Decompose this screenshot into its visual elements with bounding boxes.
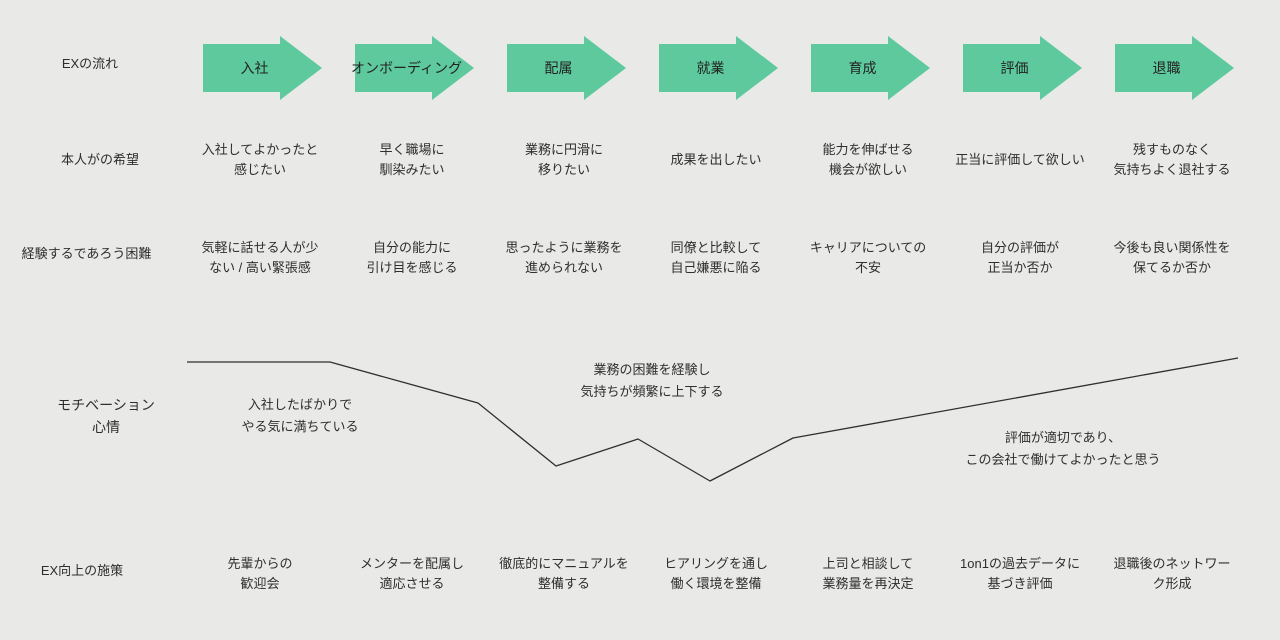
stage-arrow-onboarding: オンボーディング	[350, 36, 474, 100]
row-label-difficulties: 経験するであろう困難	[21, 246, 152, 261]
row-label-ex-flow: EXの流れ	[61, 56, 119, 71]
measure-cell: メンターを配属し 適応させる	[359, 556, 464, 591]
hope-cell: 残すものなく 気持ちよく退社する	[1113, 142, 1231, 177]
hope-cell: 成果を出したい	[670, 152, 762, 167]
row-label-measures: EX向上の施策	[40, 563, 124, 578]
hope-cell: 入社してよかったと 感じたい	[201, 142, 319, 177]
chart-annotation: 入社したばかりで やる気に満ちている	[241, 397, 359, 434]
difficulty-cell: 同僚と比較して 自己嫌悪に陥る	[670, 240, 762, 275]
motivation-line	[187, 357, 1239, 482]
difficulty-cell: 思ったように業務を 進められない	[505, 240, 623, 275]
measure-cell: ヒアリングを通し 働く環境を整備	[663, 556, 768, 591]
hope-cell: 業務に円滑に 移りたい	[524, 142, 603, 177]
row-label-motivation: モチベーション 心情	[57, 397, 155, 435]
stage-arrow-label: 入社	[240, 60, 269, 76]
stage-arrow-shugyo: 就業	[659, 36, 778, 100]
measure-cell: 上司と相談して 業務量を再決定	[822, 556, 914, 591]
hope-cell: 能力を伸ばせる 機会が欲しい	[822, 142, 914, 177]
arrow-right-icon	[355, 36, 474, 100]
difficulty-cell: キャリアについての 不安	[809, 240, 927, 275]
stage-arrow-label: 退職	[1152, 60, 1181, 76]
arrow-right-icon	[963, 36, 1082, 100]
hope-cell: 正当に評価して欲しい	[955, 152, 1085, 167]
measure-cell: 1on1の過去データに 基づき評価	[960, 556, 1080, 591]
stage-arrow-label: 評価	[1000, 60, 1029, 76]
stage-arrow-label: 配属	[544, 60, 573, 76]
arrow-right-icon	[811, 36, 930, 100]
hope-cell: 早く職場に 馴染みたい	[379, 142, 445, 177]
arrow-right-icon	[507, 36, 626, 100]
chart-annotation: 評価が適切であり、 この会社で働けてよかったと思う	[965, 430, 1161, 467]
arrow-right-icon	[1115, 36, 1234, 100]
stage-arrow-taishoku: 退職	[1115, 36, 1234, 100]
stage-arrow-label: 育成	[848, 60, 877, 76]
difficulty-cell: 自分の能力に 引け目を感じる	[366, 240, 458, 275]
stage-arrow-label: オンボーディング	[350, 60, 463, 76]
arrow-right-icon	[659, 36, 778, 100]
difficulty-cell: 気軽に話せる人が少 ない / 高い緊張感	[201, 240, 319, 275]
arrow-right-icon	[203, 36, 322, 100]
chart-annotation: 業務の困難を経験し 気持ちが頻繁に上下する	[580, 362, 724, 399]
row-label-hopes: 本人がの希望	[60, 152, 139, 167]
measure-cell: 先輩からの 歓迎会	[227, 556, 293, 591]
stage-arrow-label: 就業	[696, 60, 725, 76]
stage-arrow-haizoku: 配属	[507, 36, 626, 100]
difficulty-cell: 自分の評価が 正当か否か	[980, 240, 1059, 275]
measure-cell: 退職後のネットワー ク形成	[1113, 556, 1231, 591]
stage-arrow-ikusei: 育成	[811, 36, 930, 100]
difficulty-cell: 今後も良い関係性を 保てるか否か	[1113, 240, 1231, 275]
stage-arrow-hyoka: 評価	[963, 36, 1082, 100]
measure-cell: 徹底的にマニュアルを 整備する	[499, 556, 629, 591]
stage-arrow-nyusha: 入社	[203, 36, 322, 100]
